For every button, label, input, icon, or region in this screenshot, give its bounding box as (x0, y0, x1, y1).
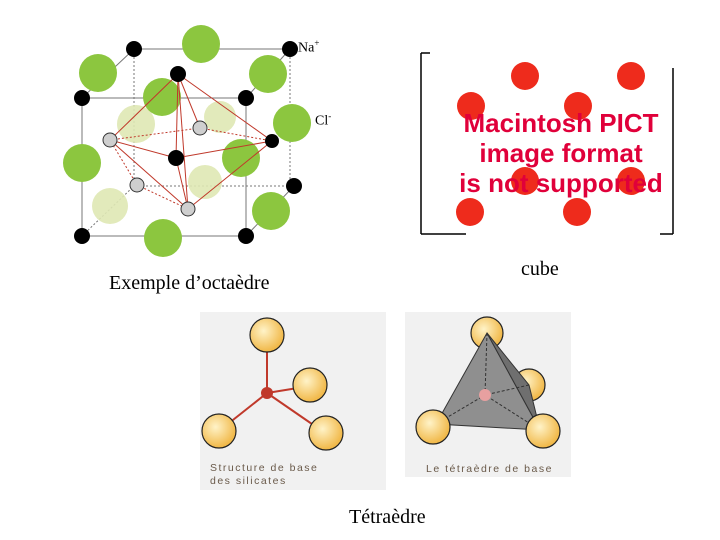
oxygen-sphere (249, 317, 285, 353)
cl-sphere-faded-group (92, 101, 236, 224)
cube-sphere (563, 198, 591, 226)
cube-sphere (511, 167, 539, 195)
octahedron-edges (109, 73, 273, 210)
silicate-caption-line-1: Structure de base (210, 462, 319, 474)
cl-ion-label: Cl- (315, 111, 331, 130)
cube-sphere (511, 62, 539, 90)
na-ion-label: Na+ (298, 38, 319, 57)
oxygen-sphere (308, 415, 344, 451)
oxygen-sphere (201, 413, 237, 449)
na-sphere (238, 90, 254, 106)
cube-sphere (617, 62, 645, 90)
na-hatched-group (102, 120, 208, 217)
na-charge-text: + (314, 38, 320, 48)
cube-sphere-group (456, 62, 645, 226)
cl-ion-text: Cl (315, 113, 329, 129)
tetra-caption: Le tétraèdre de base (426, 463, 553, 475)
na-sphere (238, 228, 254, 244)
na-sphere (74, 228, 90, 244)
cube-label: cube (521, 258, 559, 280)
na-sphere (168, 150, 184, 166)
tetra-center (479, 389, 491, 401)
cube-sphere (456, 198, 484, 226)
oxygen-sphere (415, 409, 451, 445)
cl-sphere (144, 219, 182, 257)
cl-sphere (273, 104, 311, 142)
silicate-panel (200, 312, 386, 490)
na-sphere-group (74, 41, 302, 244)
silicate-oxygen-group (201, 317, 344, 451)
silicate-caption-line-2: des silicates (210, 475, 287, 487)
oxygen-sphere (292, 367, 328, 403)
cube-sphere (617, 167, 645, 195)
pict-line-1: Macintosh PICT (463, 108, 659, 138)
na-sphere (126, 41, 142, 57)
octahedron-label: Exemple d’octaèdre (109, 272, 270, 294)
cl-sphere (249, 55, 287, 93)
na-sphere (265, 134, 279, 148)
cube-sphere (457, 92, 485, 120)
pict-line-2: image format (479, 138, 643, 168)
cl-sphere (63, 144, 101, 182)
cl-sphere (143, 78, 181, 116)
silicon-center (261, 387, 273, 399)
oxygen-sphere (525, 413, 561, 449)
cl-sphere (252, 192, 290, 230)
cl-sphere (182, 25, 220, 63)
cube-sphere (564, 92, 592, 120)
cl-sphere-group (63, 25, 311, 257)
na-sphere (286, 178, 302, 194)
na-sphere (74, 90, 90, 106)
na-ion-text: Na (298, 40, 315, 56)
pict-line-3: is not supported (459, 168, 663, 198)
pict-placeholder: Macintosh PICT image format is not suppo… (446, 108, 676, 198)
tetra-face-right (486, 332, 541, 431)
na-sphere (282, 41, 298, 57)
silicate-caption: Structure de base des silicates (210, 462, 318, 488)
na-sphere (170, 66, 186, 82)
cl-sphere (79, 54, 117, 92)
tetrahedron-label: Tétraèdre (349, 506, 426, 528)
cl-charge-text: - (328, 111, 332, 121)
